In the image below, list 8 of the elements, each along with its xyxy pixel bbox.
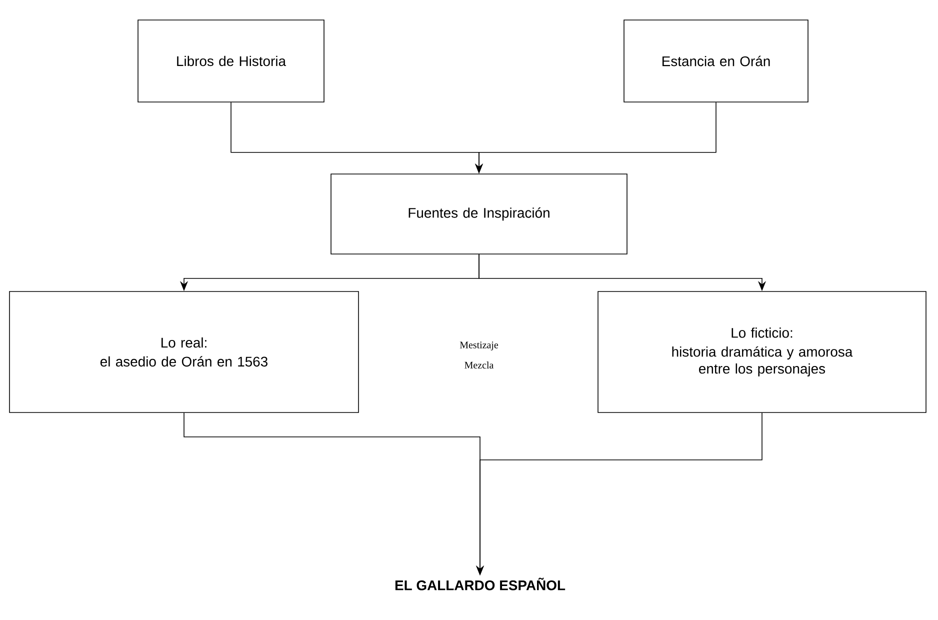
- process-box: Fuentes de Inspiración: [330, 174, 628, 254]
- process-box: Lo real: el asedio de Orán en 1563: [9, 291, 359, 413]
- process-box: Lo ficticio: historia dramática y amorosa entre los personajes: [598, 291, 926, 413]
- process-box: Libros de Historia: [138, 20, 324, 102]
- process-box: Estancia en Orán: [624, 20, 808, 102]
- note-text: Mezcla: [464, 361, 494, 368]
- result-text: EL GALLARDO ESPAÑOL: [395, 578, 566, 590]
- note-text: Mestizaje: [460, 342, 498, 350]
